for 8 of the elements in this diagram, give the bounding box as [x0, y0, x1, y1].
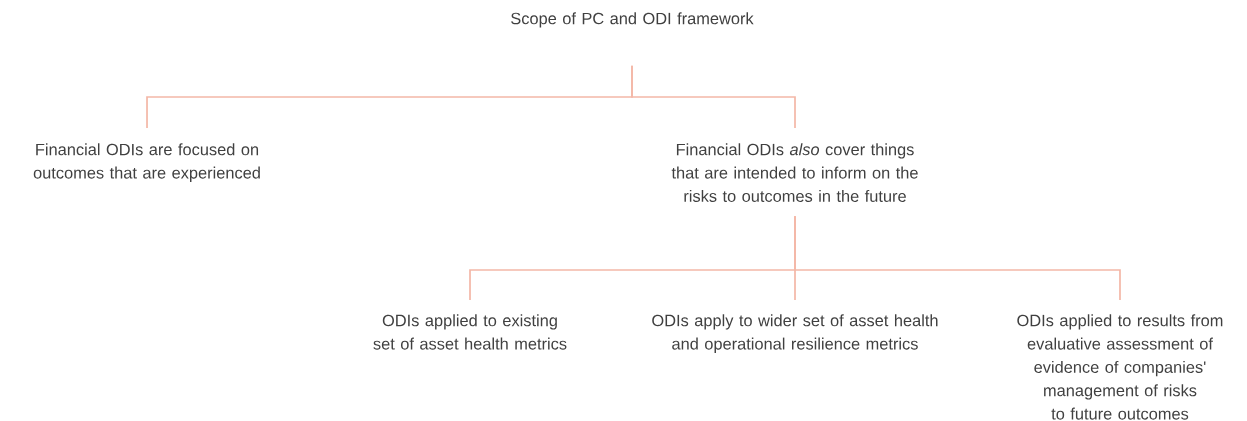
text-label: ODIs apply to wider set of asset health and operational resilience metrics	[652, 314, 938, 353]
text-label: Financial ODIs also cover things that are intended to inform on the risks to outcomes in the future	[671, 143, 918, 202]
text-label: Scope of PC and ODI framework	[511, 12, 754, 28]
text-label: Financial ODIs are focused on outcomes that are experienced	[33, 143, 260, 182]
connector-line	[631, 64, 796, 129]
text-label: ODIs applied to existing set of asset health metrics	[373, 314, 567, 350]
text-label: ODIs applied to results from evaluative assessment of evidence of companies' management of risks to future outcomes	[1017, 314, 1223, 420]
connector-line	[794, 215, 1121, 301]
